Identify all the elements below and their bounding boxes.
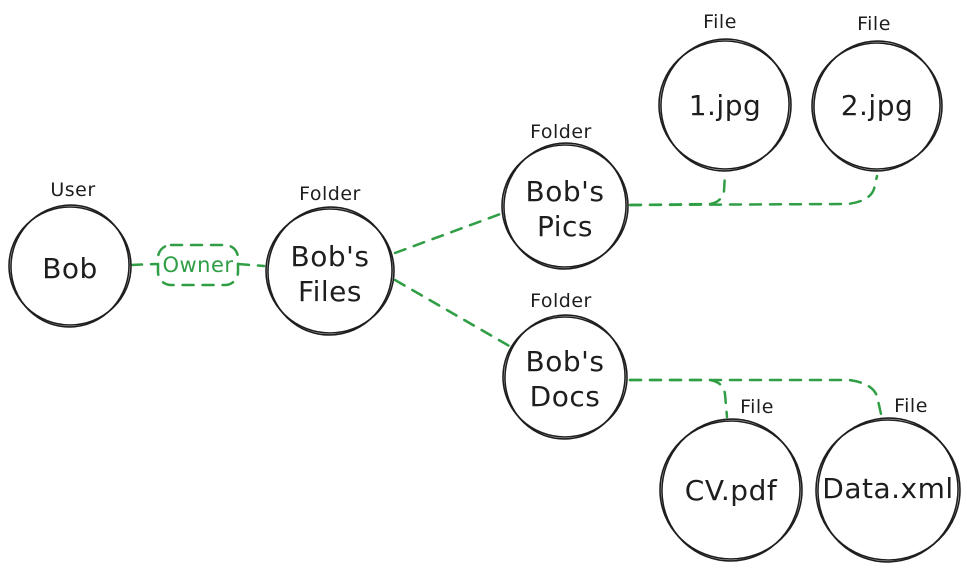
owner-label-box — [156, 243, 240, 287]
node-folder-bobs-pics: Folder Bob's Pics — [501, 121, 629, 270]
node-file-cv-pdf: File CV.pdf — [659, 396, 803, 562]
edges-layer: Owner — [129, 172, 883, 419]
2jpg-circle — [811, 42, 943, 170]
node-file-1-jpg: File 1.jpg — [658, 11, 792, 172]
edge-bob-owner-right — [236, 262, 266, 268]
bobs-pics-label-line2: Pics — [537, 210, 593, 243]
bobs-pics-type-caption: Folder — [530, 121, 592, 143]
edge-files-to-pics — [393, 211, 505, 255]
edge-files-to-docs — [393, 278, 513, 349]
edge-docs-to-dataxml — [628, 378, 883, 416]
bobs-pics-circle-sketch — [503, 142, 627, 270]
node-user-bob: User Bob — [8, 179, 132, 328]
node-file-2-jpg: File 2.jpg — [811, 13, 943, 172]
dataxml-circle-sketch — [817, 417, 959, 563]
node-folder-bobs-docs: Folder Bob's Docs — [502, 290, 628, 440]
2jpg-circle-sketch — [813, 40, 941, 172]
1jpg-label: 1.jpg — [689, 89, 762, 122]
bobs-docs-label-line2: Docs — [530, 380, 601, 413]
dataxml-label: Data.xml — [822, 472, 953, 505]
bobs-files-circle — [265, 208, 395, 334]
cvpdf-label: CV.pdf — [685, 474, 778, 507]
bobs-pics-circle — [501, 144, 629, 268]
bobs-docs-circle — [502, 316, 628, 438]
edge-bob-owner-left — [129, 262, 158, 267]
bobs-pics-label-line1: Bob's — [526, 175, 605, 208]
2jpg-type-caption: File — [857, 13, 891, 35]
bob-circle-sketch — [10, 204, 130, 328]
dataxml-circle — [815, 419, 961, 561]
1jpg-type-caption: File — [703, 11, 737, 33]
bobs-files-circle-sketch — [267, 206, 393, 336]
bobs-files-type-caption: Folder — [299, 183, 361, 205]
cvpdf-type-caption: File — [740, 396, 774, 418]
edge-docs-to-cvpdf — [628, 378, 729, 419]
2jpg-label: 2.jpg — [841, 89, 914, 122]
1jpg-circle — [658, 40, 792, 170]
node-folder-bobs-files: Folder Bob's Files — [265, 183, 395, 336]
bobs-docs-label-line1: Bob's — [526, 345, 605, 378]
bobs-docs-type-caption: Folder — [530, 290, 592, 312]
edge-pics-to-1jpg — [628, 172, 727, 207]
bob-label: Bob — [42, 252, 98, 285]
bob-circle — [8, 206, 132, 326]
bob-type-caption: User — [50, 179, 95, 201]
cvpdf-circle-sketch — [661, 418, 801, 562]
dataxml-type-caption: File — [894, 395, 928, 417]
bobs-docs-circle-sketch — [504, 314, 626, 440]
node-file-data-xml: File Data.xml — [815, 395, 961, 563]
cvpdf-circle — [659, 420, 803, 560]
owner-label-text: Owner — [162, 253, 233, 277]
1jpg-circle-sketch — [660, 38, 790, 172]
owner-relation-label: Owner — [156, 243, 240, 287]
bobs-files-label-line2: Files — [298, 275, 362, 308]
bobs-files-label-line1: Bob's — [291, 240, 370, 273]
edge-pics-to-2jpg — [628, 174, 879, 207]
